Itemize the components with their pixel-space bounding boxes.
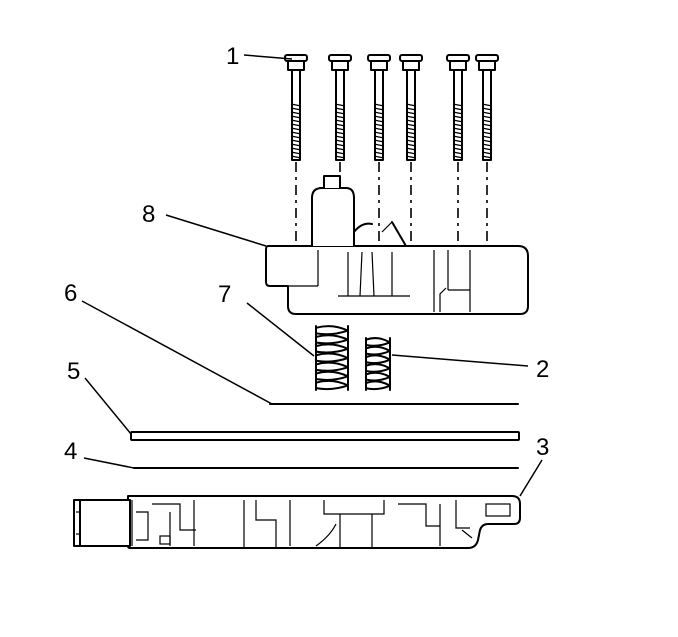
bolt-3: [367, 54, 391, 246]
bolt-5: [446, 54, 470, 246]
callout-5: 5: [67, 358, 80, 385]
leader-lines: [81, 54, 543, 497]
callout-6: 6: [64, 280, 77, 307]
bolt-group: [284, 54, 499, 246]
callout-1: 1: [226, 43, 239, 70]
bolt-6: [475, 54, 499, 246]
callout-2: 2: [536, 356, 549, 383]
spacer-plate: [130, 431, 520, 441]
bolt-1: [284, 54, 308, 246]
callout-8: 8: [142, 201, 155, 228]
callout-7: 7: [218, 281, 231, 308]
bolt-4: [399, 54, 423, 246]
spring-large: [315, 325, 349, 391]
callout-3: 3: [536, 434, 549, 461]
cover-housing: [265, 175, 529, 315]
callout-4: 4: [64, 438, 77, 465]
valve-body: [73, 495, 521, 549]
spring-small: [365, 337, 391, 391]
